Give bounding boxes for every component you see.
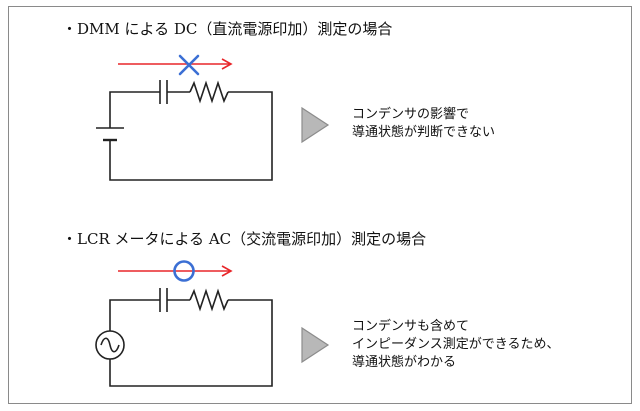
ac-sine-wave — [100, 337, 120, 353]
dc-description: コンデンサの影響で 導通状態が判断できない — [352, 106, 495, 142]
ac-wire-loop — [109, 299, 273, 387]
dc-wire-loop — [109, 91, 273, 181]
ac-description-line: インピーダンス測定ができるため、 — [352, 337, 560, 352]
circle-icon — [173, 260, 195, 282]
ac-circuit — [95, 288, 273, 387]
ac-wire-top-left — [109, 299, 160, 331]
ac-section-heading: ・LCR メータによる AC（交流電源印加）測定の場合 — [62, 230, 427, 248]
ac-resistor — [189, 288, 229, 312]
dc-resistor — [189, 80, 229, 104]
ac-description-line: コンデンサも含めて — [352, 319, 470, 334]
dc-result-triangle-icon — [301, 106, 330, 144]
ac-description: コンデンサも含めて インピーダンス測定ができるため、 導通状態がわかる — [352, 318, 559, 372]
dc-current-arrow — [118, 58, 233, 70]
ac-result-triangle-icon — [301, 326, 330, 364]
dc-description-line: コンデンサの影響で — [352, 107, 470, 122]
dc-description-line: 導通状態が判断できない — [352, 125, 496, 140]
dc-wire-top-left — [109, 91, 160, 118]
dc-section-heading: ・DMM による DC（直流電源印加）測定の場合 — [62, 20, 393, 38]
ac-description-line: 導通状態がわかる — [352, 355, 457, 370]
diagram-frame — [8, 6, 632, 404]
cross-icon — [178, 54, 200, 76]
dc-circuit — [96, 80, 273, 181]
ac-source-icon — [95, 330, 125, 360]
